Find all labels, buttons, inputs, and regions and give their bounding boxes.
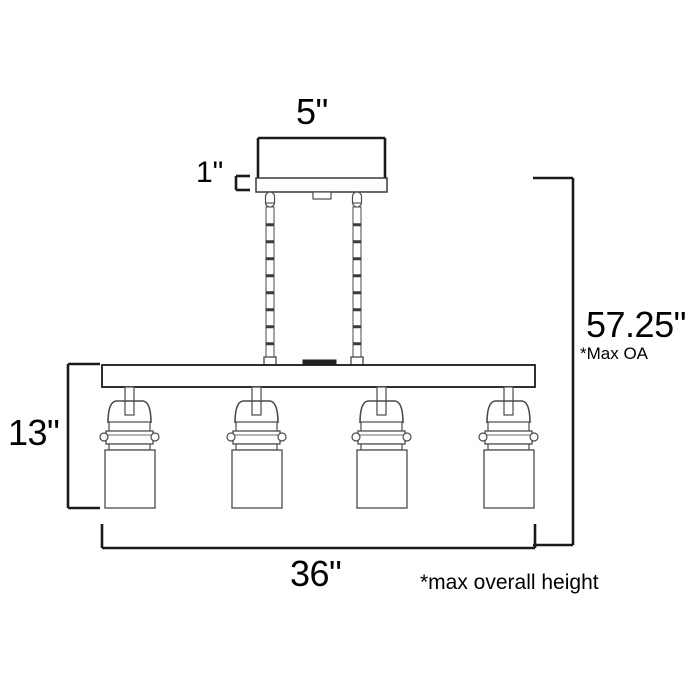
dimension-label-overall-height: 57.25" <box>586 304 686 345</box>
dimension-label-canopy-height: 1" <box>196 156 224 189</box>
lamp-yoke-4 <box>486 400 531 424</box>
lamp-head-1 <box>99 386 160 509</box>
dimension-bracket-1in <box>234 174 250 192</box>
dimension-note-max-oa: *Max OA <box>580 344 649 363</box>
lamp-yoke-2 <box>234 400 279 424</box>
lamp-shade-4 <box>483 449 535 509</box>
dimension-bracket-5725in <box>533 176 575 547</box>
footnote-max-overall-height: *max overall height <box>420 571 599 594</box>
lamp-yoke-1 <box>107 400 152 424</box>
dimension-bracket-36in <box>100 524 537 550</box>
lamp-yoke-3 <box>359 400 404 424</box>
dimension-label-fixture-width: 36" <box>290 553 342 594</box>
dimension-bracket-5in <box>256 136 387 178</box>
bar-chain-mount-left <box>263 356 277 366</box>
main-horizontal-bar <box>101 364 536 388</box>
lamp-shade-3 <box>356 449 408 509</box>
lamp-head-3 <box>351 386 412 509</box>
dimension-bracket-13in <box>66 362 100 510</box>
suspension-chain-left <box>265 206 275 360</box>
suspension-chain-right <box>352 206 362 360</box>
dimension-label-fixture-height: 13" <box>8 412 60 453</box>
lamp-shade-1 <box>104 449 156 509</box>
ceiling-canopy <box>255 177 388 200</box>
chain-loop-right <box>351 191 363 208</box>
chain-loop-left <box>264 191 276 208</box>
bar-chain-mount-right <box>350 356 364 366</box>
dimension-label-canopy-width: 5" <box>296 91 328 132</box>
lamp-head-2 <box>226 386 287 509</box>
lamp-shade-2 <box>231 449 283 509</box>
lamp-head-4 <box>478 386 539 509</box>
